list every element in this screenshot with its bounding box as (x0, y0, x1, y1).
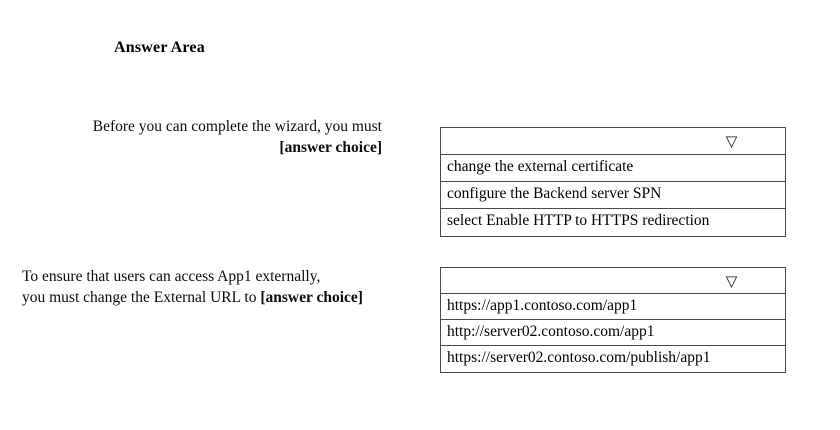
chevron-down-icon[interactable]: ▽ (725, 272, 738, 290)
question-prompt-1: Before you can complete the wizard, you … (22, 116, 382, 158)
question-prompt-2-line-1: To ensure that users can access App1 ext… (22, 268, 321, 285)
question-prompt-1-line-2: [answer choice] (22, 137, 382, 158)
answer-dropdown-1[interactable]: ▽ change the external certificate config… (440, 127, 786, 237)
dropdown-1-option-1[interactable]: change the external certificate (441, 155, 785, 182)
answer-choice-placeholder-2: [answer choice] (260, 289, 363, 306)
answer-choice-placeholder-1: [answer choice] (279, 139, 382, 156)
dropdown-1-selected-row[interactable]: ▽ (441, 128, 785, 155)
chevron-down-icon[interactable]: ▽ (725, 132, 738, 150)
dropdown-2-option-1[interactable]: https://app1.contoso.com/app1 (441, 294, 785, 320)
question-prompt-2-line-2-text: you must change the External URL to (22, 289, 261, 306)
dropdown-2-option-3[interactable]: https://server02.contoso.com/publish/app… (441, 346, 785, 372)
question-prompt-1-line-1: Before you can complete the wizard, you … (92, 118, 382, 135)
dropdown-1-option-2[interactable]: configure the Backend server SPN (441, 182, 785, 209)
answer-dropdown-2[interactable]: ▽ https://app1.contoso.com/app1 http://s… (440, 267, 786, 373)
dropdown-2-option-2[interactable]: http://server02.contoso.com/app1 (441, 320, 785, 346)
question-prompt-2-line-2: you must change the External URL to [ans… (22, 287, 436, 308)
question-prompt-2: To ensure that users can access App1 ext… (22, 266, 436, 308)
dropdown-2-selected-row[interactable]: ▽ (441, 268, 785, 294)
dropdown-1-option-3[interactable]: select Enable HTTP to HTTPS redirection (441, 209, 785, 236)
page-title: Answer Area (114, 39, 205, 56)
